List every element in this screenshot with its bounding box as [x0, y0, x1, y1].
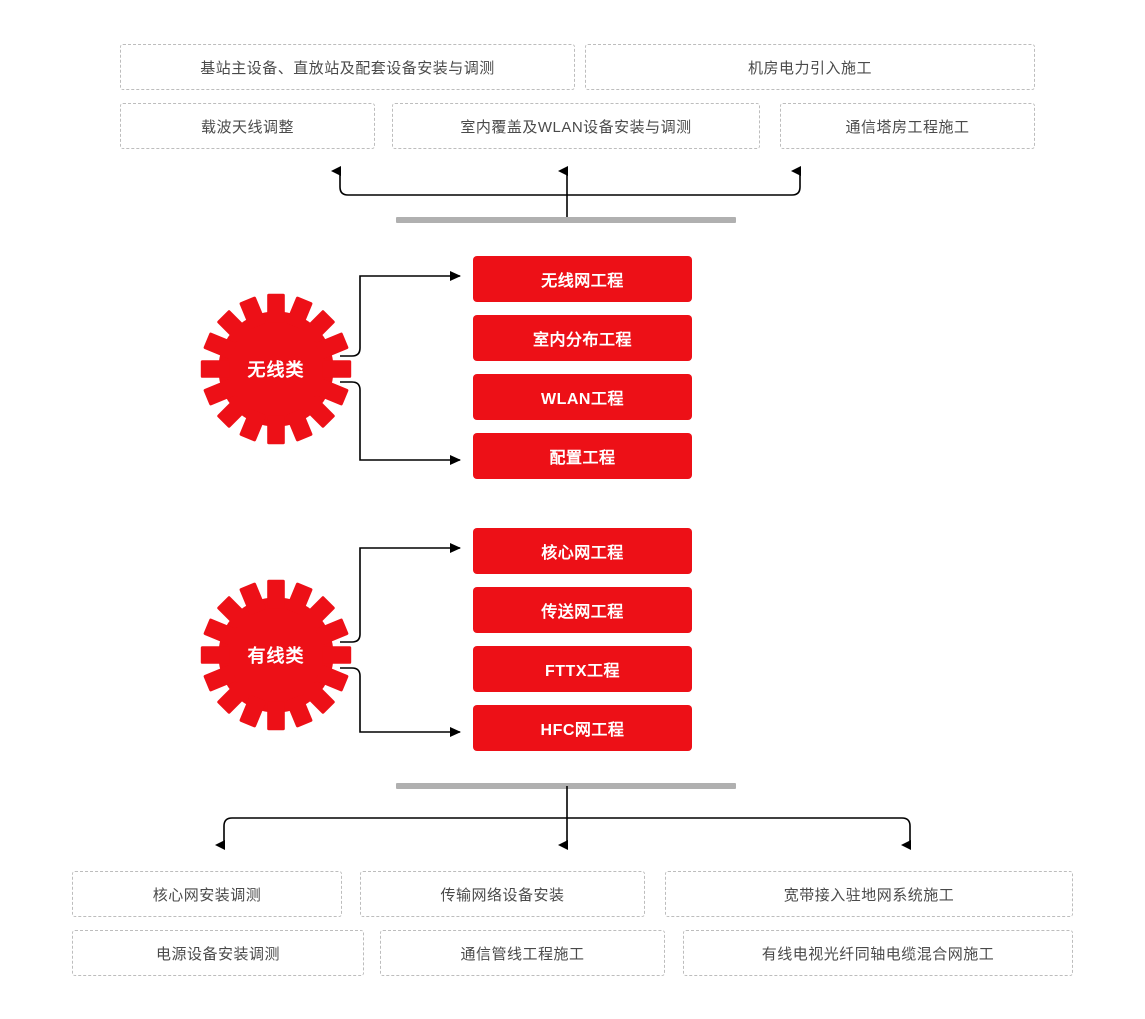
- top-box-label: 基站主设备、直放站及配套设备安装与调测: [200, 59, 495, 77]
- wired-arrow-top: [340, 543, 461, 643]
- bottom-connector-group: [215, 786, 911, 850]
- top-box-label: 室内覆盖及WLAN设备安装与调测: [460, 118, 692, 136]
- bottom-box-label: 电源设备安装调测: [155, 945, 280, 963]
- red-box-label: FTTX工程: [545, 663, 620, 680]
- top-connector-group: [331, 166, 801, 217]
- bottom-box-transmission-equipment-install[interactable]: 传输网络设备安装: [360, 871, 645, 917]
- bottom-box-label: 有线电视光纤同轴电缆混合网施工: [761, 945, 995, 963]
- bottom-box-label: 核心网安装调测: [152, 886, 262, 904]
- bottom-box-label: 通信管线工程施工: [460, 945, 585, 963]
- red-box-wlan[interactable]: WLAN工程: [473, 374, 692, 420]
- bottom-box-label: 宽带接入驻地网系统施工: [783, 886, 955, 904]
- top-box-label: 载波天线调整: [200, 118, 294, 136]
- top-box-label: 机房电力引入施工: [747, 59, 872, 77]
- top-box-base-station-equipment[interactable]: 基站主设备、直放站及配套设备安装与调测: [120, 44, 575, 90]
- bottom-gray-bar: [396, 783, 736, 789]
- red-box-label: 传送网工程: [541, 604, 624, 621]
- red-box-fttx[interactable]: FTTX工程: [473, 646, 692, 692]
- gear-wired[interactable]: 有线类: [196, 575, 356, 735]
- red-box-indoor-distribution[interactable]: 室内分布工程: [473, 315, 692, 361]
- bottom-arrow-left: [215, 817, 567, 850]
- gear-wireless-icon: [200, 293, 352, 445]
- bottom-box-label: 传输网络设备安装: [440, 886, 565, 904]
- top-arrow-right: [567, 166, 801, 196]
- bottom-box-pipeline-construction[interactable]: 通信管线工程施工: [380, 930, 665, 976]
- top-box-power-introduction[interactable]: 机房电力引入施工: [585, 44, 1035, 90]
- bottom-box-core-network-install[interactable]: 核心网安装调测: [72, 871, 342, 917]
- red-box-wireless-network[interactable]: 无线网工程: [473, 256, 692, 302]
- top-gray-bar: [396, 217, 736, 223]
- top-box-carrier-antenna-adjust[interactable]: 载波天线调整: [120, 103, 375, 149]
- red-box-hfc[interactable]: HFC网工程: [473, 705, 692, 751]
- top-box-label: 通信塔房工程施工: [845, 118, 970, 136]
- red-box-label: 配置工程: [549, 450, 616, 467]
- gear-wireless[interactable]: 无线类: [196, 289, 356, 449]
- red-box-label: HFC网工程: [540, 722, 625, 739]
- wired-connector-group: [340, 543, 461, 737]
- red-box-transport-network[interactable]: 传送网工程: [473, 587, 692, 633]
- top-box-indoor-wlan-install[interactable]: 室内覆盖及WLAN设备安装与调测: [392, 103, 760, 149]
- red-box-label: 无线网工程: [541, 273, 624, 290]
- red-box-label: 室内分布工程: [532, 332, 632, 349]
- red-box-label: 核心网工程: [541, 545, 624, 562]
- red-box-core-network[interactable]: 核心网工程: [473, 528, 692, 574]
- red-box-configuration[interactable]: 配置工程: [473, 433, 692, 479]
- gear-wired-icon: [200, 579, 352, 731]
- red-box-label: WLAN工程: [541, 391, 624, 408]
- top-box-tower-room-construction[interactable]: 通信塔房工程施工: [780, 103, 1035, 149]
- bottom-box-hfc-construction[interactable]: 有线电视光纤同轴电缆混合网施工: [683, 930, 1073, 976]
- wireless-arrow-top: [340, 271, 461, 357]
- wireless-arrow-bottom: [340, 381, 461, 465]
- top-arrow-left: [331, 166, 567, 196]
- bottom-box-broadband-access[interactable]: 宽带接入驻地网系统施工: [665, 871, 1073, 917]
- wireless-connector-group: [340, 271, 461, 465]
- bottom-arrow-right: [567, 817, 911, 850]
- bottom-box-power-equipment-install[interactable]: 电源设备安装调测: [72, 930, 364, 976]
- wired-arrow-bottom: [340, 667, 461, 737]
